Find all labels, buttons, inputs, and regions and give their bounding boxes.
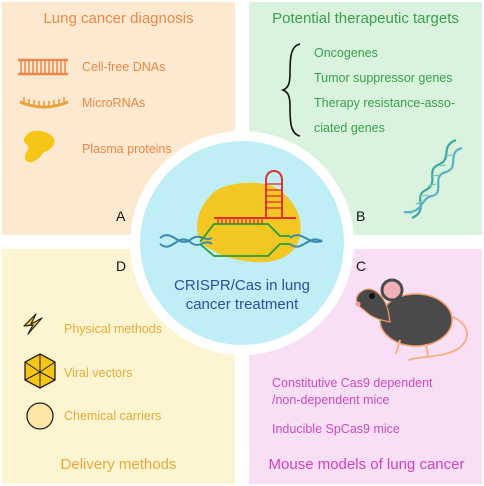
inducible-mice-label: Inducible SpCas9 mice — [272, 422, 400, 436]
constitutive-mice-label-1: Constitutive Cas9 dependent — [272, 376, 433, 390]
cas9-complex-icon — [159, 170, 323, 263]
plasma-proteins-label: Plasma proteins — [82, 142, 172, 156]
protein-blob-icon — [23, 130, 55, 163]
tumor-suppressor-label: Tumor suppressor genes — [314, 71, 453, 85]
dna-helix-icon — [403, 138, 463, 220]
therapy-resistance-label-1: Therapy resistance-asso- — [314, 96, 456, 110]
virus-icon — [24, 353, 56, 389]
mouse-models-title: Mouse models of lung cancer — [268, 456, 465, 473]
dna-strand-icon — [18, 58, 68, 76]
targets-title: Potential therapeutic targets — [272, 10, 459, 27]
panel-letter-b: B — [356, 208, 366, 224]
panel-letter-d: D — [116, 258, 127, 274]
chemical-carriers-label: Chemical carriers — [64, 409, 162, 423]
microrna-label: MicroRNAs — [82, 96, 146, 110]
microrna-icon — [19, 97, 69, 109]
diagnosis-title: Lung cancer diagnosis — [43, 10, 194, 27]
mouse-icon — [355, 278, 468, 361]
center-title-line-1: CRISPR/Cas in lung — [174, 277, 310, 294]
oncogenes-label: Oncogenes — [314, 46, 378, 60]
panel-letter-c: C — [356, 258, 367, 274]
panel-letter-a: A — [116, 208, 126, 224]
lightning-icon — [23, 313, 43, 335]
carrier-sphere-icon — [26, 402, 54, 430]
constitutive-mice-label-2: /non-dependent mice — [272, 393, 390, 407]
center-title: CRISPR/Cas in lung cancer treatment — [150, 276, 334, 314]
center-title-line-2: cancer treatment — [185, 296, 299, 313]
physical-methods-label: Physical methods — [64, 322, 162, 336]
cell-free-dna-label: Cell-free DNAs — [82, 60, 166, 74]
viral-vectors-label: Viral vectors — [64, 366, 133, 380]
bracket-icon — [280, 43, 301, 137]
delivery-title: Delivery methods — [60, 456, 177, 473]
therapy-resistance-label-2: ciated genes — [314, 121, 385, 135]
